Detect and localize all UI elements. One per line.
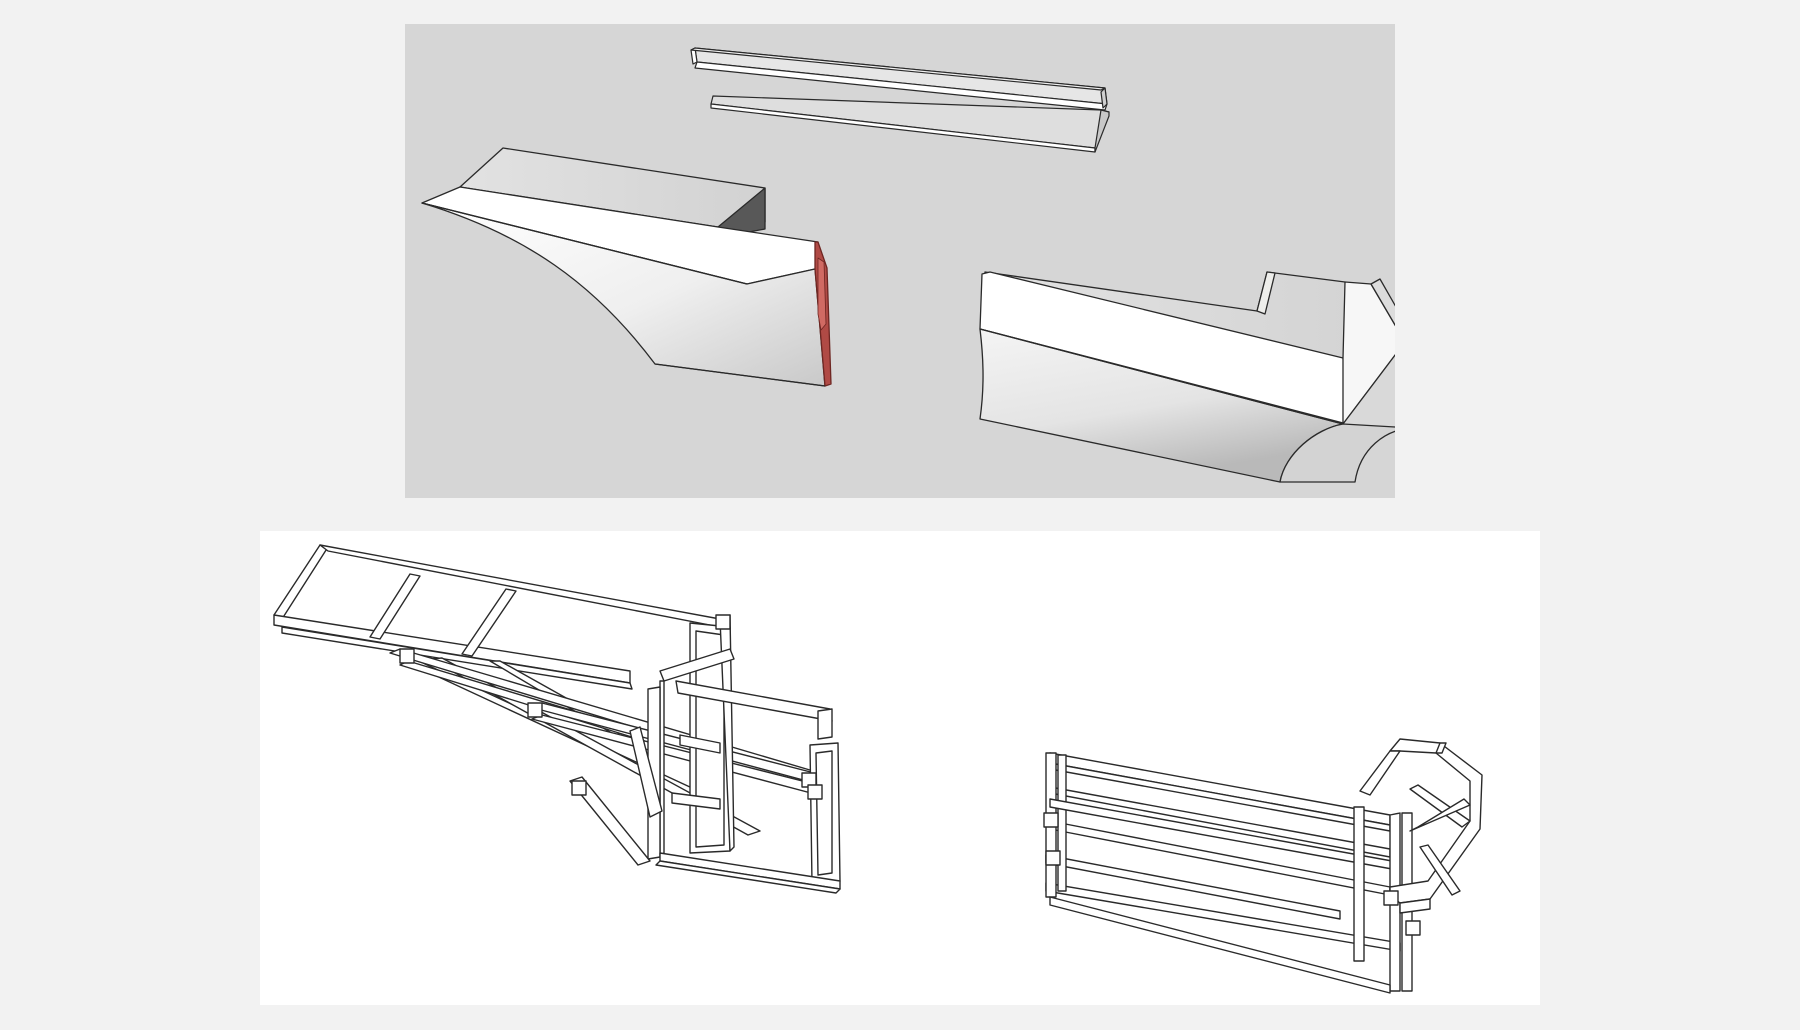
wireframe-panel xyxy=(260,531,1540,1005)
left-cornice-block xyxy=(421,147,832,387)
right-timber-frame xyxy=(1043,738,1483,994)
cover-plank-bottom xyxy=(710,95,1110,153)
right-cornice-block xyxy=(979,271,1395,483)
cover-plank-top xyxy=(690,47,1108,111)
solid-model-panel xyxy=(405,24,1395,498)
wireframe-drawing xyxy=(273,544,1483,994)
left-timber-frame xyxy=(273,544,841,894)
solid-model-drawing xyxy=(421,47,1395,483)
